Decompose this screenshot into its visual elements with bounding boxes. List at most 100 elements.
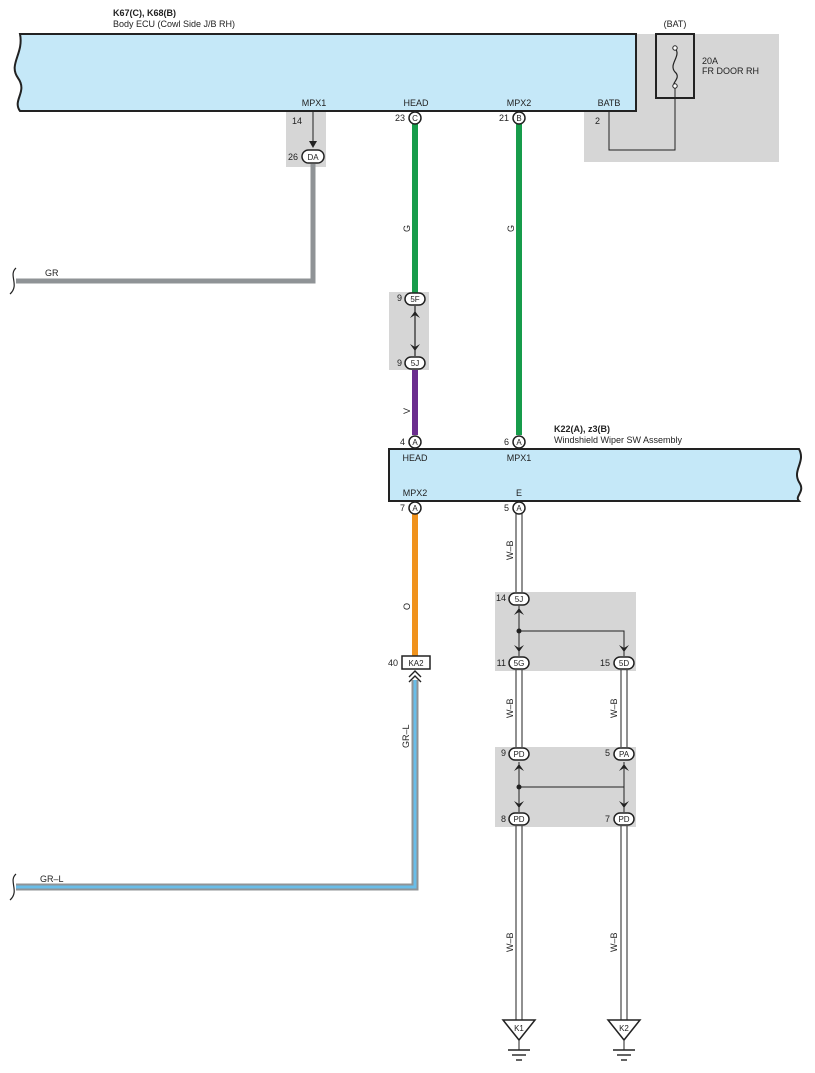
connector-5j-lower-label: 5J	[515, 595, 523, 604]
sw-terminal-head: HEAD	[402, 453, 428, 463]
connector-sw-mpx2-a-label: A	[412, 504, 418, 513]
ground-k1-triangle	[501, 1019, 537, 1042]
connector-5d: 5D	[613, 656, 635, 670]
pin-sw-head: 4	[400, 437, 405, 447]
connector-5f: 5F	[404, 292, 426, 306]
body-ecu-name: Body ECU (Cowl Side J/B RH)	[113, 19, 235, 29]
connector-sw-head-a: A	[408, 435, 422, 449]
wire-w-b-group	[515, 513, 628, 1020]
pin-g5d: 15	[600, 658, 610, 668]
wire-gr-break	[9, 267, 17, 295]
jb-pd-arrow-down-left	[514, 801, 524, 808]
pin-g5g: 11	[497, 658, 506, 668]
pin-ecu-batb: 2	[595, 116, 600, 126]
connector-da-label: DA	[307, 153, 319, 162]
ground-k2: K2	[606, 1019, 642, 1061]
jb-5j-splice-dot	[516, 628, 522, 634]
connector-ecu-b: B	[512, 111, 526, 125]
wire-w-b-label-1: W–B	[505, 540, 515, 560]
body-ecu-box	[13, 33, 637, 112]
batb-wire	[608, 88, 676, 151]
connector-sw-head-a-label: A	[412, 438, 418, 447]
connector-ecu-b-label: B	[516, 114, 521, 123]
fuse-rating: 20A	[702, 56, 718, 66]
wiper-sw-box	[388, 448, 803, 502]
sw-terminal-mpx2: MPX2	[403, 488, 428, 498]
pin-ecu-da: 26	[288, 152, 298, 162]
fuse-terminal-top	[672, 45, 678, 51]
ecu-mpx1-arrow	[309, 141, 317, 148]
sw-terminal-mpx1: MPX1	[507, 453, 532, 463]
connector-sw-mpx1-a: A	[512, 435, 526, 449]
wire-gr	[16, 164, 316, 284]
pin-pd-bot-left: 8	[501, 814, 506, 824]
connector-pd-bot-right-label: PD	[618, 815, 629, 824]
jb-5f-arrow-up	[410, 311, 420, 318]
wire-gr-l-horizontal-label: GR–L	[40, 874, 64, 884]
ecu-terminal-batb: BATB	[598, 98, 621, 108]
connector-sw-mpx1-a-label: A	[516, 438, 522, 447]
ground-k2-label: K2	[619, 1024, 629, 1033]
ka2-chevrons	[408, 670, 422, 683]
wire-gr-label: GR	[45, 268, 59, 278]
connector-ka2-label: KA2	[408, 659, 424, 668]
fuse-icon	[672, 47, 678, 87]
connector-5j-upper: 5J	[404, 356, 426, 370]
jb-pd-arrow-down-right	[619, 801, 629, 808]
wire-w-b-label-2: W–B	[505, 698, 515, 718]
pin-sw-mpx2: 7	[400, 503, 405, 513]
wire-g-head-label: G	[402, 225, 412, 232]
connector-pd-top-label: PD	[513, 750, 524, 759]
connector-da: DA	[301, 149, 325, 164]
wire-gr-l-outer	[16, 680, 419, 891]
pin-ecu-mpx2: 21	[499, 113, 509, 123]
ground-k1: K1	[501, 1019, 537, 1061]
connector-5j-lower: 5J	[508, 592, 530, 606]
ground-k1-label: K1	[514, 1024, 524, 1033]
connector-ecu-c: C	[408, 111, 422, 125]
pin-pd-top: 9	[501, 748, 506, 758]
wire-w-b-label-4: W–B	[505, 932, 515, 952]
connector-5g: 5G	[508, 656, 530, 670]
jb-pd-splice-dot	[516, 784, 522, 790]
wire-v-label: V	[402, 408, 412, 414]
jb-5d-arrow-down	[619, 645, 629, 652]
connector-5f-label: 5F	[410, 295, 419, 304]
connector-pd-bot-left-label: PD	[513, 815, 524, 824]
connector-5d-label: 5D	[619, 659, 629, 668]
jb-5g-arrow-down	[514, 645, 524, 652]
ground-k2-triangle	[606, 1019, 642, 1042]
ecu-terminal-mpx2: MPX2	[507, 98, 532, 108]
connector-ecu-c-label: C	[412, 114, 418, 123]
pin-ecu-head: 23	[395, 113, 405, 123]
wire-o-label: O	[402, 603, 412, 610]
connector-ka2	[401, 655, 431, 670]
jb-5j-arrow-up	[514, 608, 524, 615]
wire-gr-l-inner	[16, 680, 417, 889]
pin-ka2: 40	[388, 658, 398, 668]
wire-w-b-label-5: W–B	[609, 932, 619, 952]
pin-sw-mpx1: 6	[504, 437, 509, 447]
fuse-source-label: (BAT)	[664, 19, 687, 29]
connector-pd-bot-right: PD	[613, 812, 635, 826]
pin-j5f: 9	[397, 293, 402, 303]
connector-sw-e-a-label: A	[516, 504, 522, 513]
wire-g-mpx-label: G	[506, 225, 516, 232]
pin-pd-bot-right: 7	[605, 814, 610, 824]
wiper-sw-connectors-label: K22(A), z3(B)	[554, 424, 610, 434]
fuse-terminal-bottom	[672, 83, 678, 89]
wiper-sw-name: Windshield Wiper SW Assembly	[554, 435, 683, 445]
jb-pa-arrow-up-right	[619, 764, 629, 771]
ecu-terminal-mpx1: MPX1	[302, 98, 327, 108]
connector-5g-label: 5G	[514, 659, 525, 668]
wire-w-b-label-3: W–B	[609, 698, 619, 718]
jb-5j-arrow-down	[410, 344, 420, 351]
pin-g5j: 14	[496, 593, 506, 603]
ecu-terminal-head: HEAD	[403, 98, 429, 108]
jb-pd-arrow-up-left	[514, 764, 524, 771]
connector-pa-top-label: PA	[619, 750, 630, 759]
wire-gr-l-vertical-label: GR–L	[401, 724, 411, 748]
connector-sw-e-a: A	[512, 501, 526, 515]
pin-ecu-mpx1: 14	[292, 116, 302, 126]
